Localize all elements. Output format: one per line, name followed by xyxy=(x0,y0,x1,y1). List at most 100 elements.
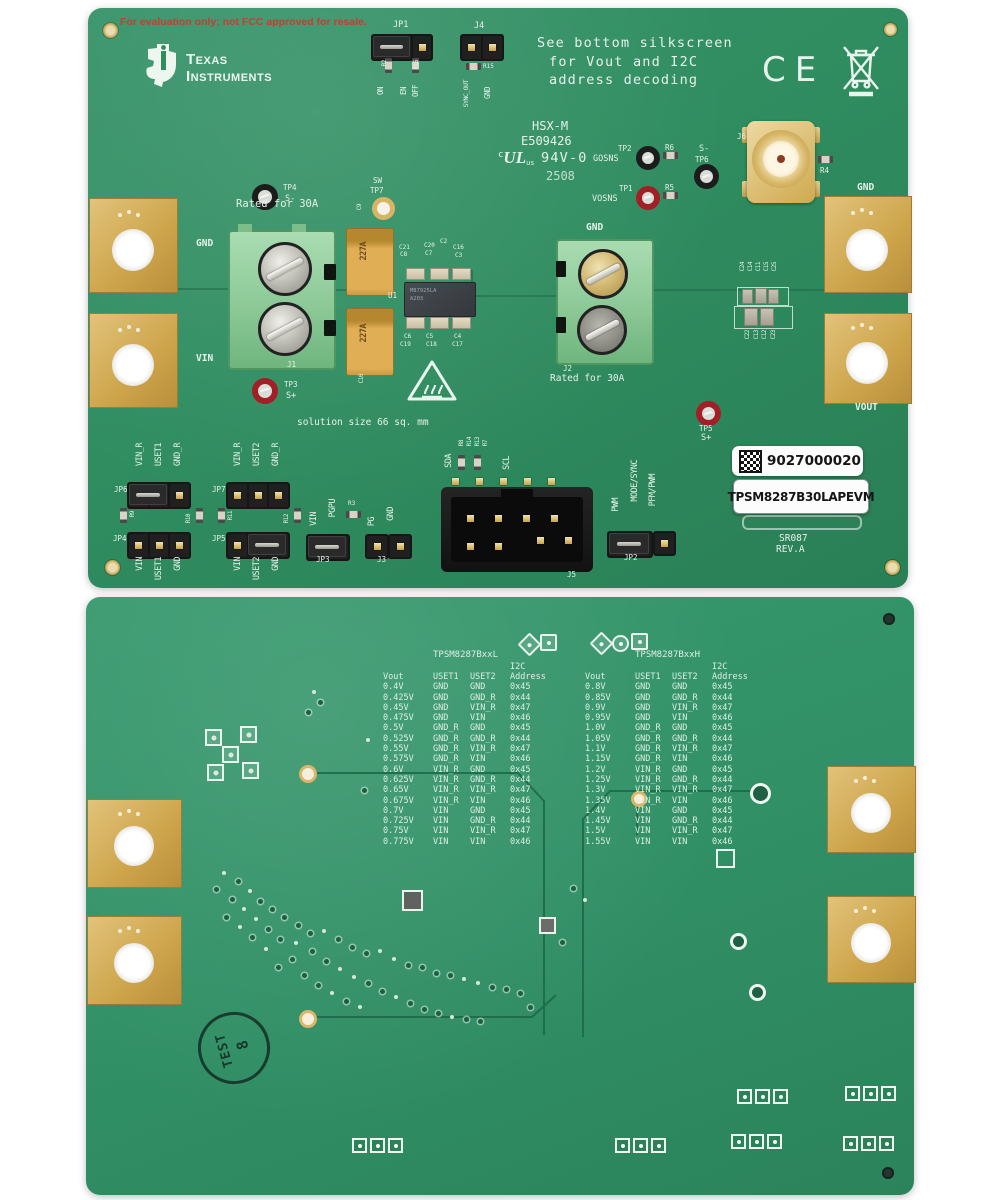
gold-pad-gnd-left xyxy=(89,198,178,293)
j2-label: J2 xyxy=(563,364,573,373)
0-label: C22 xyxy=(744,330,751,340)
table-cell: GND xyxy=(635,713,651,724)
table-cell: GND xyxy=(672,682,688,693)
serial-sticker: 9027000020 xyxy=(732,446,863,476)
via xyxy=(302,973,307,978)
weee-bin-icon xyxy=(843,46,879,97)
table-cell: GND_R xyxy=(433,733,459,744)
r2-label: R2 xyxy=(381,60,388,67)
table-cell: 1.35V xyxy=(585,795,611,806)
7-label: C6 xyxy=(404,333,412,340)
jumper-jp3 xyxy=(306,534,350,561)
table-cell: 0.9V xyxy=(585,702,606,713)
scl-label: SCL xyxy=(502,456,512,470)
table-cell: 0.675V xyxy=(383,795,414,806)
tp4-label: TP4 xyxy=(283,183,297,192)
table-cell: VIN xyxy=(672,713,688,724)
pfm-pwm-label: PFM/PWM xyxy=(648,474,658,507)
uset1-label: USET1 xyxy=(154,443,164,467)
table-cell: GND xyxy=(433,702,449,713)
table-cell: GND xyxy=(635,682,651,693)
2-label: C12 xyxy=(761,330,768,340)
table-cell: GND_R xyxy=(635,733,661,744)
tp1-label: TP1 xyxy=(619,184,633,193)
ic-marking: M87925LA xyxy=(410,288,437,294)
edge-pad xyxy=(651,1138,666,1153)
uset2-label: USET2 xyxy=(252,443,262,467)
table-title: TPSM8287BxxH xyxy=(635,650,701,660)
tp2-label: TP2 xyxy=(618,144,632,153)
resistor-r3 xyxy=(346,511,361,518)
mount-hole xyxy=(103,23,118,38)
j6-label: J6 xyxy=(737,132,747,141)
table-cell: GND_R xyxy=(470,816,496,827)
eval-note-label: For evaluation only; not FCC approved fo… xyxy=(120,16,367,28)
via xyxy=(266,927,271,932)
serial-number: 9027000020 xyxy=(767,453,861,469)
table-header: Address xyxy=(712,672,748,682)
table-cell: VIN xyxy=(433,816,449,827)
gosns-label: GOSNS xyxy=(593,154,619,164)
table-cell: 0.65V xyxy=(383,785,409,796)
capacitor xyxy=(452,317,471,329)
table-cell: GND xyxy=(672,723,688,734)
line1-label: Texas xyxy=(186,51,228,68)
table-cell: 1.05V xyxy=(585,733,611,744)
table-cell: VIN_R xyxy=(635,774,661,785)
test-pad xyxy=(242,762,259,779)
table-cell: GND xyxy=(433,713,449,724)
table-cell: GND xyxy=(672,805,688,816)
table-cell: VIN_R xyxy=(470,826,496,837)
table-cell: 0.625V xyxy=(383,774,414,785)
via xyxy=(316,983,321,988)
table-cell: VIN_R xyxy=(635,785,661,796)
table-cell: 0.525V xyxy=(383,733,414,744)
gnd-j2-label: GND xyxy=(586,222,604,233)
via xyxy=(478,1019,483,1024)
table-cell: 0x44 xyxy=(510,816,531,827)
via xyxy=(276,965,281,970)
vout-label: VOUT xyxy=(855,402,878,413)
ref-label: U1 xyxy=(388,291,398,300)
component-footprint xyxy=(716,849,735,868)
date-code-label: 2508 xyxy=(546,169,575,183)
test-pad xyxy=(240,726,257,743)
table-cell: VIN xyxy=(635,816,651,827)
via xyxy=(318,700,323,705)
mount-hole xyxy=(882,1167,894,1179)
table-cell: VIN xyxy=(635,805,651,816)
edge-pad xyxy=(861,1136,876,1151)
table-cell: 0.425V xyxy=(383,692,414,703)
1-label: C13 xyxy=(753,330,760,340)
table-cell: 1.0V xyxy=(585,723,606,734)
table-cell: 0x45 xyxy=(712,723,733,734)
table-cell: GND_R xyxy=(470,733,496,744)
via xyxy=(308,931,313,936)
tp5-pol-label: S+ xyxy=(701,433,712,443)
mount-hole xyxy=(883,613,895,625)
table-cell: 0x47 xyxy=(510,702,531,713)
3-label: C7 xyxy=(425,250,433,257)
edge-pad xyxy=(773,1089,788,1104)
hot-surface-icon xyxy=(407,360,457,401)
edge-pad xyxy=(767,1134,782,1149)
jp1-label: JP1 xyxy=(393,20,409,30)
vin-left-label: VIN xyxy=(196,353,214,364)
resistor-r11 xyxy=(218,508,225,523)
edge-pad xyxy=(615,1138,630,1153)
table-cell: 0x46 xyxy=(510,713,531,724)
edge-pad xyxy=(863,1086,878,1101)
power-module-u1: M87925LA A203 xyxy=(404,282,476,317)
gnd-label: GND xyxy=(271,557,281,571)
table-cell: 0x47 xyxy=(510,744,531,755)
edge-pad xyxy=(845,1086,860,1101)
hsx-label: HSX-M xyxy=(532,119,569,133)
off-label: OFF xyxy=(411,85,420,98)
